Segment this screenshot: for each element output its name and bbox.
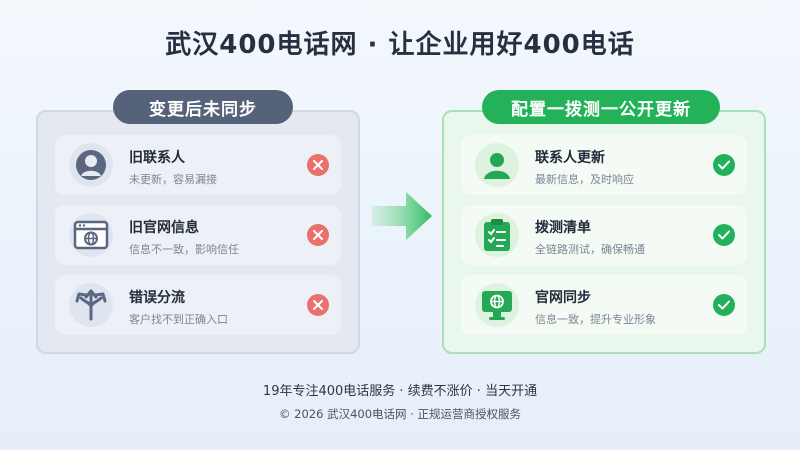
error-icon: [307, 294, 329, 316]
item-desc: 客户找不到正确入口: [129, 313, 228, 326]
item-title: 官网同步: [535, 290, 591, 306]
item-desc: 信息一致，提升专业形象: [535, 313, 656, 326]
check-icon: [713, 154, 735, 176]
error-icon: [307, 224, 329, 246]
item-desc: 未更新，容易漏接: [129, 173, 217, 186]
item-title: 拨测清单: [535, 220, 591, 236]
after-badge: 配置一拨测一公开更新: [482, 90, 720, 124]
item-title: 错误分流: [129, 290, 185, 306]
before-panel: 旧联系人 未更新，容易漏接 旧官网信息 信息不一致，影响信任: [36, 110, 360, 354]
after-panel: 联系人更新 最新信息，及时响应 拨测清单 全链路测试，确保畅通: [442, 110, 766, 354]
before-badge: 变更后未同步: [113, 90, 293, 124]
browser-globe-icon: [69, 213, 113, 257]
monitor-globe-icon: [475, 283, 519, 327]
list-item: 联系人更新 最新信息，及时响应: [461, 135, 747, 195]
person-icon: [69, 143, 113, 187]
person-icon: [475, 143, 519, 187]
item-title: 旧联系人: [129, 150, 185, 166]
checklist-icon: [475, 213, 519, 257]
item-desc: 信息不一致，影响信任: [129, 243, 239, 256]
footer-copyright: © 2026 武汉400电话网 · 正规运营商授权服务: [279, 407, 521, 421]
list-item: 错误分流 客户找不到正确入口: [55, 275, 341, 335]
item-desc: 全链路测试，确保畅通: [535, 243, 645, 256]
item-title: 联系人更新: [535, 150, 605, 166]
list-item: 官网同步 信息一致，提升专业形象: [461, 275, 747, 335]
check-icon: [713, 224, 735, 246]
arrow-right-icon: [370, 188, 434, 244]
error-icon: [307, 154, 329, 176]
check-icon: [713, 294, 735, 316]
footer-tagline: 19年专注400电话服务 · 续费不涨价 · 当天开通: [262, 384, 538, 399]
item-title: 旧官网信息: [129, 220, 199, 236]
list-item: 拨测清单 全链路测试，确保畅通: [461, 205, 747, 265]
page-title: 武汉400电话网 · 让企业用好400电话: [165, 30, 635, 60]
list-item: 旧官网信息 信息不一致，影响信任: [55, 205, 341, 265]
item-desc: 最新信息，及时响应: [535, 173, 634, 186]
split-arrows-icon: [69, 283, 113, 327]
list-item: 旧联系人 未更新，容易漏接: [55, 135, 341, 195]
